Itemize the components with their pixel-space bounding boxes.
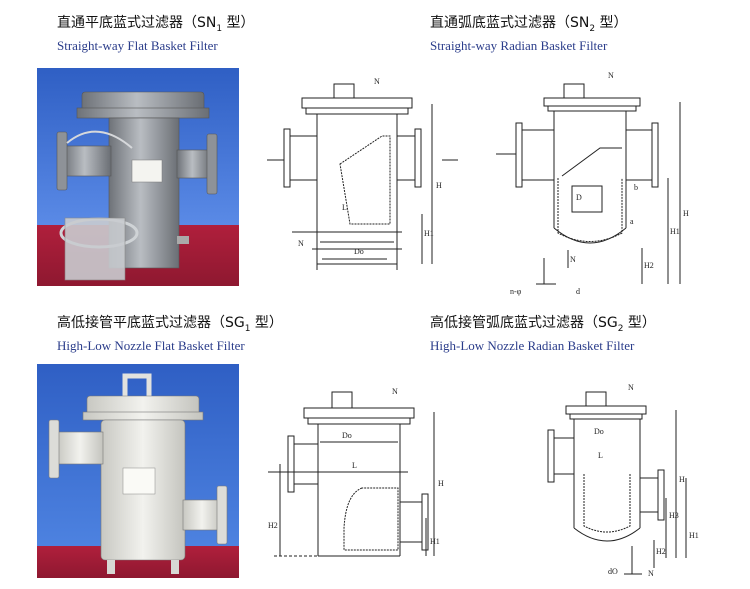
svg-text:N: N: [298, 239, 304, 248]
photo-sg1-filter: [37, 364, 239, 578]
svg-text:H1: H1: [689, 531, 699, 540]
drawing-sg1: N Do L H H2 H1: [268, 387, 444, 557]
caption-sn2: 直通弧底蓝式过滤器（SN2 型） Straight-way Radian Bas…: [430, 14, 628, 54]
svg-text:Do: Do: [594, 427, 604, 436]
svg-text:Do: Do: [342, 431, 352, 440]
svg-text:H3: H3: [669, 511, 679, 520]
svg-text:b: b: [634, 183, 638, 192]
photo-sn1-filter: [37, 68, 239, 286]
svg-text:L: L: [342, 203, 347, 212]
drawing-sg2: N Do L H H3 H1 H2 dO N: [547, 383, 699, 578]
svg-text:N: N: [392, 387, 398, 396]
svg-text:H2: H2: [644, 261, 654, 270]
caption-sg1: 高低接管平底蓝式过滤器（SG1 型） High-Low Nozzle Flat …: [57, 314, 283, 354]
svg-text:dO: dO: [608, 567, 618, 576]
caption-sn1-zh: 直通平底蓝式过滤器（SN1 型）: [57, 15, 255, 34]
drawing-sn1: N N L H H1 Do: [267, 77, 458, 270]
svg-text:a: a: [630, 217, 634, 226]
svg-text:d: d: [576, 287, 580, 296]
svg-text:H1: H1: [670, 227, 680, 236]
caption-sg2: 高低接管弧底蓝式过滤器（SG2 型） High-Low Nozzle Radia…: [430, 314, 656, 354]
svg-text:H: H: [683, 209, 689, 218]
svg-text:Do: Do: [354, 247, 364, 256]
svg-text:L: L: [352, 461, 357, 470]
svg-text:N: N: [648, 569, 654, 578]
svg-text:H2: H2: [268, 521, 278, 530]
svg-text:H: H: [436, 181, 442, 190]
caption-sn1-en: Straight-way Flat Basket Filter: [57, 37, 218, 53]
caption-sg1-zh: 高低接管平底蓝式过滤器（SG1 型）: [57, 315, 283, 334]
caption-sn1: 直通平底蓝式过滤器（SN1 型） Straight-way Flat Baske…: [57, 14, 255, 54]
svg-text:H1: H1: [424, 229, 434, 238]
svg-text:N: N: [628, 383, 634, 392]
caption-sn2-zh: 直通弧底蓝式过滤器（SN2 型）: [430, 15, 628, 34]
caption-sg1-en: High-Low Nozzle Flat Basket Filter: [57, 337, 245, 353]
svg-text:H1: H1: [430, 537, 440, 546]
svg-text:L: L: [598, 451, 603, 460]
svg-text:D: D: [576, 193, 582, 202]
svg-text:N: N: [570, 255, 576, 264]
svg-text:H: H: [438, 479, 444, 488]
svg-text:N: N: [374, 77, 380, 86]
caption-sg2-zh: 高低接管弧底蓝式过滤器（SG2 型）: [430, 315, 656, 334]
svg-text:N: N: [608, 71, 614, 80]
svg-text:H: H: [679, 475, 685, 484]
svg-text:H2: H2: [656, 547, 666, 556]
drawing-sn2: N D b a H H1 H2 N n-φ d: [496, 71, 689, 296]
caption-sg2-en: High-Low Nozzle Radian Basket Filter: [430, 337, 635, 353]
svg-text:n-φ: n-φ: [510, 287, 522, 296]
caption-sn2-en: Straight-way Radian Basket Filter: [430, 37, 608, 53]
